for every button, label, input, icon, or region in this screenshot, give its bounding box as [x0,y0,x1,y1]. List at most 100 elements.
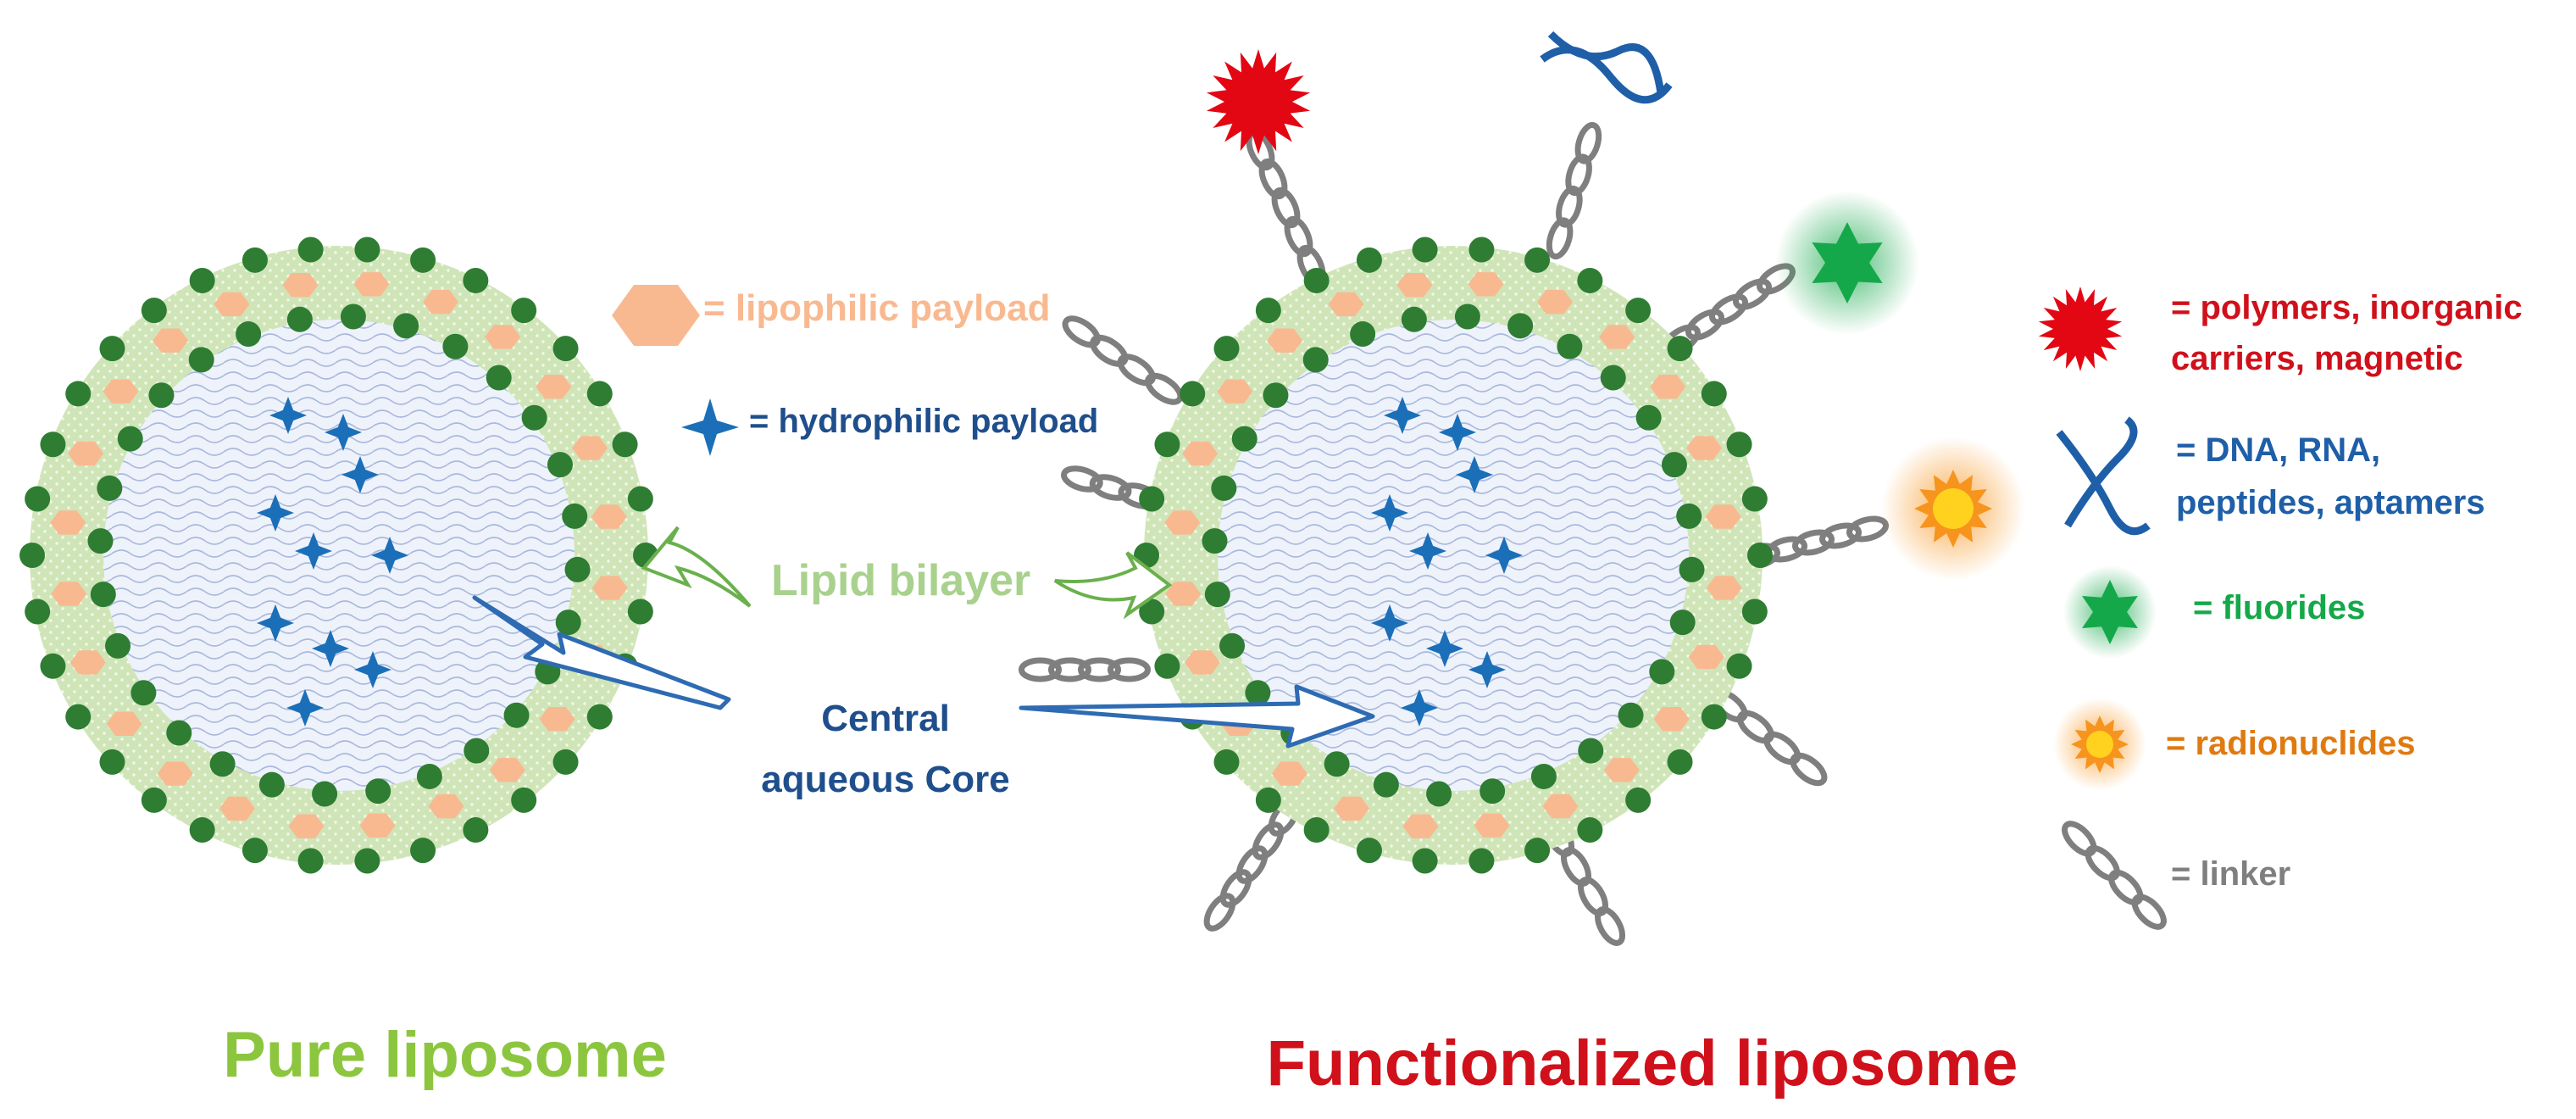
pure-aqueous-core [103,320,575,791]
lipid-head-group [1679,556,1705,582]
hydrophilic-payload [1409,532,1446,570]
lipid-head-group [1726,653,1752,679]
core-arrow-right [1019,684,1375,749]
lipid-head-group [1356,247,1382,273]
hydrophilic-payload [1485,537,1523,574]
linker-chain [1203,798,1301,932]
lipophilic-payload [1267,328,1303,353]
lipid-head-group [486,365,512,391]
lipophilic-payload [214,292,250,317]
core-label-line1: Central [821,698,950,739]
lipophilic-payload [1542,793,1579,819]
lipid-head-group [586,381,613,407]
lipophilic-payload [1706,576,1742,600]
lipid-head-group [612,431,638,458]
lipophilic-payload [282,273,319,298]
lipid-head-group [463,267,489,293]
lipid-head-group [1667,749,1693,775]
lipid-head-group [1741,598,1768,625]
lipophilic-payload [536,375,572,399]
pure-liposome [19,237,658,874]
lipid-head-group [297,848,324,874]
lipid-head-group [1507,313,1534,339]
lipid-head-group [97,475,123,501]
lipid-head-group [503,702,530,728]
lipid-head-group [99,336,125,362]
lipid-head-group [141,298,167,324]
lipid-head-group [1600,365,1626,391]
lipid-head-group [1412,848,1438,874]
legend-fluorides: = fluorides [2193,589,2365,626]
lipid-head-group [511,298,537,324]
lipid-head-group [286,306,313,332]
lipophilic-payload [1396,273,1433,298]
lipid-head-group [552,749,579,775]
lipophilic-payload [591,504,627,529]
legend-polymer-icon [2038,287,2123,371]
lipophilic-payload [69,650,106,675]
lipophilic-payload [1328,292,1364,317]
lipid-head-group [1356,838,1382,864]
lipid-head-group [354,848,380,874]
lipid-head-group [442,333,469,359]
lipid-head-group [1255,298,1281,324]
hydrophilic-payload [1426,630,1463,667]
legend-dna-icon [2056,416,2151,536]
lipid-head-group [1618,702,1644,728]
lipophilic-payload [1705,504,1741,529]
core-arrow-left [472,595,731,710]
linker-chain [1019,657,1151,682]
lipophilic-payload [489,758,525,782]
lipid-head-group [1524,247,1551,273]
func-aqueous-core [1218,320,1689,791]
lipid-head-group [511,787,537,813]
hydrophilic-payload-icon [681,398,739,456]
hydrophilic-payload [269,397,307,434]
lipid-head-group [1219,632,1246,659]
polymer-carrier-icon [1206,49,1311,154]
fluoride-icon [1812,222,1883,303]
lipid-head-group [105,632,131,659]
functionalized-liposome-title: Functionalized liposome [1267,1027,2018,1100]
lipid-head-group [410,838,436,864]
core-label-line2: aqueous Core [761,759,1009,800]
lipid-head-group [1454,303,1480,330]
lipid-head-group [1154,431,1180,458]
hydrophilic-payload [341,456,379,493]
lipid-head-group [1661,452,1687,478]
lipid-head-group [117,426,143,452]
lipid-head-group [1578,738,1604,764]
lipophilic-payload [1334,796,1369,821]
lipid-head-group [312,781,338,807]
lipid-head-group [40,431,66,458]
hydrophilic-payload [354,651,391,688]
lipophilic-payload [106,711,142,736]
lipid-head-group [65,381,92,407]
lipophilic-payload [1184,650,1220,675]
lipophilic-payload [572,436,608,460]
hydrophilic-payload [325,414,362,451]
lipophilic-payload [50,510,86,535]
lipid-head-group [1373,771,1399,798]
lipid-head-group [1577,817,1603,843]
lipid-head-group [1701,704,1727,730]
lipid-head-group [1625,298,1652,324]
lipophilic-payload [1164,510,1201,535]
lipophilic-payload [353,272,390,297]
hydrophilic-payload [371,537,408,574]
hydrophilic-payload [286,689,324,727]
lipid-head-group [40,653,66,679]
lipophilic-payload [1686,436,1723,460]
lipophilic-payload [219,796,255,821]
hydrophilic-payload [1456,456,1493,493]
hydrophilic-payload [257,604,294,642]
legend-dna-line1: = DNA, RNA, [2176,431,2380,469]
lipid-head-group [25,598,51,625]
lipid-head-group [521,404,547,431]
lipid-head-group [340,303,366,330]
lipid-head-group [189,267,215,293]
lipid-head-group [1202,528,1228,554]
lipid-head-group [627,486,653,512]
lipophilic-payload [103,379,139,404]
lipid-head-group [242,247,268,273]
